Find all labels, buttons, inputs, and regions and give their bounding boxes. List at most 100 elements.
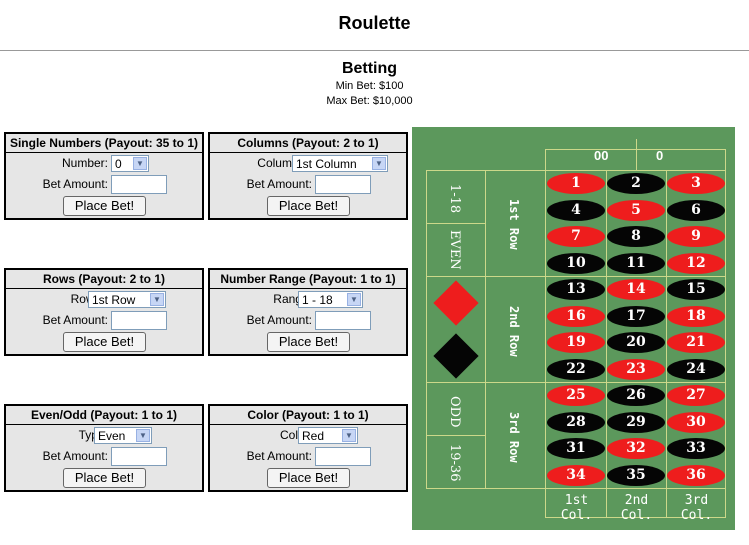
double-zero-label[interactable]: 00 [594,148,609,163]
number-cell-1[interactable]: 1 [547,173,605,194]
betting-title: Betting [341,60,398,77]
number-cell-33[interactable]: 33 [667,438,725,459]
number-cell-24[interactable]: 24 [667,358,725,380]
even-odd-panel: Even/Odd (Payout: 1 to 1) Type: Even ▼ B… [4,404,204,492]
number-cell-29[interactable]: 29 [607,411,665,433]
number-cell-23[interactable]: 23 [607,358,665,380]
number-cell-14[interactable]: 14 [607,279,665,300]
number-cell-20[interactable]: 20 [607,332,665,353]
range-1-18-label[interactable]: 1-18 [447,184,462,214]
place-bet-button[interactable]: Place Bet! [267,332,350,352]
number-cell-12[interactable]: 12 [667,252,725,274]
bet-amount-label: Bet Amount: [42,313,108,327]
page-title: Roulette [338,13,411,33]
chevron-down-icon: ▼ [372,157,386,170]
bet-amount-label: Bet Amount: [42,449,108,463]
range-select[interactable]: 1 - 18 ▼ [298,291,363,308]
type-select[interactable]: Even ▼ [94,427,152,444]
number-cell-18[interactable]: 18 [667,305,725,327]
number-cell-2[interactable]: 2 [607,173,665,194]
panel-header: Number Range (Payout: 1 to 1) [210,270,406,289]
chevron-down-icon: ▼ [342,429,356,442]
bet-amount-input[interactable] [111,311,167,330]
even-label[interactable]: EVEN [447,230,462,270]
number-cell-31[interactable]: 31 [547,438,605,459]
place-bet-button[interactable]: Place Bet! [267,196,350,216]
bet-amount-input[interactable] [111,175,167,194]
number-cell-5[interactable]: 5 [607,199,665,221]
chevron-down-icon: ▼ [133,157,147,170]
odd-label[interactable]: ODD [447,396,462,428]
number-label: Number: [61,156,108,170]
number-cell-21[interactable]: 21 [667,332,725,353]
chevron-down-icon: ▼ [150,293,164,306]
rows-panel: Rows (Payout: 2 to 1) Row #: 1st Row ▼ B… [4,268,204,356]
place-bet-button[interactable]: Place Bet! [63,332,146,352]
single-numbers-panel: Single Numbers (Payout: 35 to 1) Number:… [4,132,204,220]
column-2-label[interactable]: 2nd Col. [620,493,653,523]
color-panel: Color (Payout: 1 to 1) Color: Red ▼ Bet … [208,404,408,492]
column-1-label[interactable]: 1st Col. [560,493,593,523]
number-select[interactable]: 0 ▼ [111,155,149,172]
type-select-value: Even [98,429,126,443]
number-cell-17[interactable]: 17 [607,305,665,327]
column-select-value: 1st Column [296,157,357,171]
number-cell-22[interactable]: 22 [547,358,605,380]
number-cell-34[interactable]: 34 [547,464,605,486]
number-cell-28[interactable]: 28 [547,411,605,433]
number-cell-36[interactable]: 36 [667,464,725,486]
number-cell-9[interactable]: 9 [667,226,725,247]
number-cell-26[interactable]: 26 [607,385,665,406]
number-cell-30[interactable]: 30 [667,411,725,433]
panel-header: Color (Payout: 1 to 1) [210,406,406,425]
red-diamond-icon[interactable] [433,280,479,326]
bet-amount-input[interactable] [111,447,167,466]
bet-amount-input[interactable] [315,175,371,194]
max-bet-text: Max Bet: $10,000 [326,95,413,107]
column-select[interactable]: 1st Column ▼ [292,155,388,172]
range-select-value: 1 - 18 [302,293,333,307]
number-cell-11[interactable]: 11 [607,252,665,274]
number-cell-16[interactable]: 16 [547,305,605,327]
number-cell-4[interactable]: 4 [547,199,605,221]
place-bet-button[interactable]: Place Bet! [63,196,146,216]
chevron-down-icon: ▼ [347,293,361,306]
number-cell-13[interactable]: 13 [547,279,605,300]
number-range-panel: Number Range (Payout: 1 to 1) Range: 1 -… [208,268,408,356]
place-bet-button[interactable]: Place Bet! [63,468,146,488]
number-select-value: 0 [115,157,122,171]
zero-label[interactable]: 0 [656,148,664,163]
dozen-1st-row-label[interactable]: 1st Row [507,199,521,250]
bet-amount-input[interactable] [315,311,371,330]
bet-amount-input[interactable] [315,447,371,466]
number-cell-32[interactable]: 32 [607,438,665,459]
number-cell-3[interactable]: 3 [667,173,725,194]
min-bet-text: Min Bet: $100 [335,80,404,92]
black-diamond-icon[interactable] [433,333,479,379]
chevron-down-icon: ▼ [136,429,150,442]
bet-amount-label: Bet Amount: [246,177,312,191]
place-bet-button[interactable]: Place Bet! [267,468,350,488]
panel-header: Even/Odd (Payout: 1 to 1) [6,406,202,425]
number-cell-10[interactable]: 10 [547,252,605,274]
bet-amount-label: Bet Amount: [246,313,312,327]
dozen-3rd-row-label[interactable]: 3rd Row [507,412,521,463]
column-3-label[interactable]: 3rd Col. [680,493,713,523]
number-cell-19[interactable]: 19 [547,332,605,353]
panel-header: Columns (Payout: 2 to 1) [210,134,406,153]
number-cell-15[interactable]: 15 [667,279,725,300]
row-select[interactable]: 1st Row ▼ [88,291,166,308]
number-cell-6[interactable]: 6 [667,199,725,221]
dozen-2nd-row-label[interactable]: 2nd Row [507,306,521,357]
number-cell-8[interactable]: 8 [607,226,665,247]
panel-header: Rows (Payout: 2 to 1) [6,270,202,289]
number-cell-27[interactable]: 27 [667,385,725,406]
range-19-36-label[interactable]: 19-36 [447,444,462,482]
row-select-value: 1st Row [92,293,136,307]
number-cell-7[interactable]: 7 [547,226,605,247]
number-cell-25[interactable]: 25 [547,385,605,406]
roulette-board[interactable]: 00 0 1-18 EVEN ODD 19-36 1st Row 2nd Row… [412,127,735,530]
header-divider [0,50,749,51]
color-select[interactable]: Red ▼ [298,427,358,444]
number-cell-35[interactable]: 35 [607,464,665,486]
